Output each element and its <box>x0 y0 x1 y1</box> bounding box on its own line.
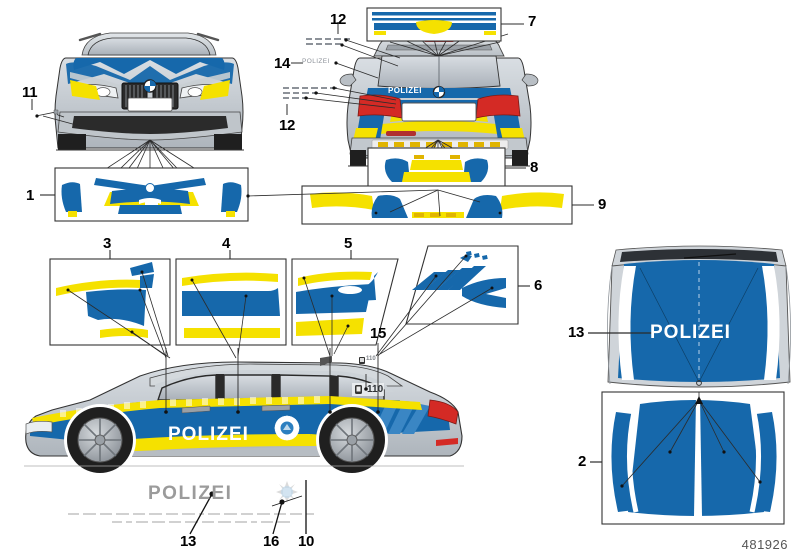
callout-12-upper: 12 <box>330 11 347 28</box>
callout-5: 5 <box>344 235 353 252</box>
callout-13-hood: 13 <box>568 324 585 341</box>
front-bumper-decal-panel <box>40 167 249 222</box>
side-view-vehicle <box>24 356 464 476</box>
callout-6: 6 <box>534 277 543 294</box>
callout-7: 7 <box>528 13 537 30</box>
emergency-110-decal <box>352 383 384 396</box>
hood-top-view <box>588 245 791 388</box>
leader-15 <box>365 343 379 389</box>
roof-lightbar-decal-panel <box>366 7 524 42</box>
callout-1: 1 <box>26 187 35 204</box>
callout-4: 4 <box>222 235 231 252</box>
hood-polizei-lettering: POLIZEI <box>650 322 731 343</box>
rear-tailgate-polizei-lettering: POLIZEI <box>388 86 422 95</box>
side-polizei-lettering: POLIZEI <box>168 424 249 445</box>
callout-3: 3 <box>103 235 112 252</box>
police-star-emblem-reflection <box>276 481 298 503</box>
front-small-emblem <box>31 99 81 127</box>
rear-text-block-lower <box>283 86 397 115</box>
rear-polizei-lettering <box>291 61 379 79</box>
front-fender-decal-panel <box>49 250 171 359</box>
emergency-110-number: 110 <box>367 384 384 395</box>
leaders-bottom <box>189 480 307 535</box>
rear-bumper-decal-panel <box>246 185 594 225</box>
callout-8: 8 <box>530 159 539 176</box>
callout-14: 14 <box>274 55 291 72</box>
callout-9: 9 <box>598 196 607 213</box>
callout-13-side: 13 <box>180 533 197 550</box>
part-number: 481926 <box>741 537 788 552</box>
callout-2: 2 <box>578 453 587 470</box>
front-door-decal-panel <box>175 250 287 359</box>
leaders-side-panels <box>165 348 379 412</box>
police-star-emblem <box>274 415 300 441</box>
front-view-vehicle <box>54 32 244 151</box>
callout-16: 16 <box>263 533 280 550</box>
callout-11: 11 <box>22 84 38 101</box>
rear-fender-decal-panel <box>375 245 530 357</box>
callout-15: 15 <box>370 325 387 342</box>
callout-10: 10 <box>298 533 315 550</box>
rear-polizei-callout-text: POLIZEI <box>302 58 330 65</box>
emergency-110-small-icon <box>359 357 365 364</box>
emergency-110-number-small: 110 <box>366 356 376 362</box>
callout-12-lower: 12 <box>279 117 296 134</box>
rear-door-decal-panel <box>291 250 399 357</box>
rear-text-block-upper <box>306 22 401 67</box>
hood-decal-panel <box>590 391 785 525</box>
side-polizei-lettering-reflection: POLIZEI <box>148 483 233 504</box>
rear-bumper-lower-decal-panel <box>367 147 526 189</box>
